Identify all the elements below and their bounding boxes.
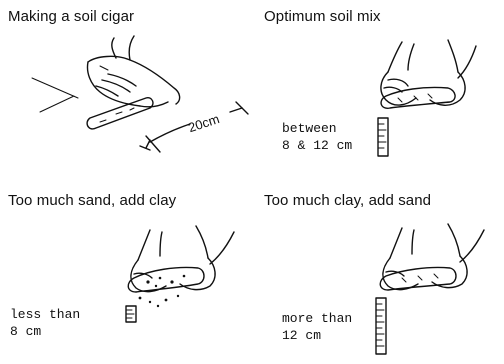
- hands-bending-cigar-illustration: [252, 0, 504, 182]
- caption-line-2: 12 cm: [282, 327, 352, 344]
- hand-rolling-cigar-illustration: [0, 0, 252, 182]
- panel-making-soil-cigar: Making a soil cigar 20cm: [0, 0, 252, 182]
- panel-too-much-clay: Too much clay, add sand more than 12 cm: [252, 182, 504, 364]
- length-caption: less than 8 cm: [10, 306, 80, 340]
- caption-line-2: 8 cm: [10, 323, 80, 340]
- caption-line-1: less than: [10, 306, 80, 323]
- length-caption: more than 12 cm: [282, 310, 352, 344]
- panel-too-much-sand: Too much sand, add clay: [0, 182, 252, 364]
- length-caption: between 8 & 12 cm: [282, 120, 352, 154]
- caption-line-2: 8 & 12 cm: [282, 137, 352, 154]
- panel-optimum-soil-mix: Optimum soil mix between 8 & 12 cm: [252, 0, 504, 182]
- caption-line-1: more than: [282, 310, 352, 327]
- caption-line-1: between: [282, 120, 352, 137]
